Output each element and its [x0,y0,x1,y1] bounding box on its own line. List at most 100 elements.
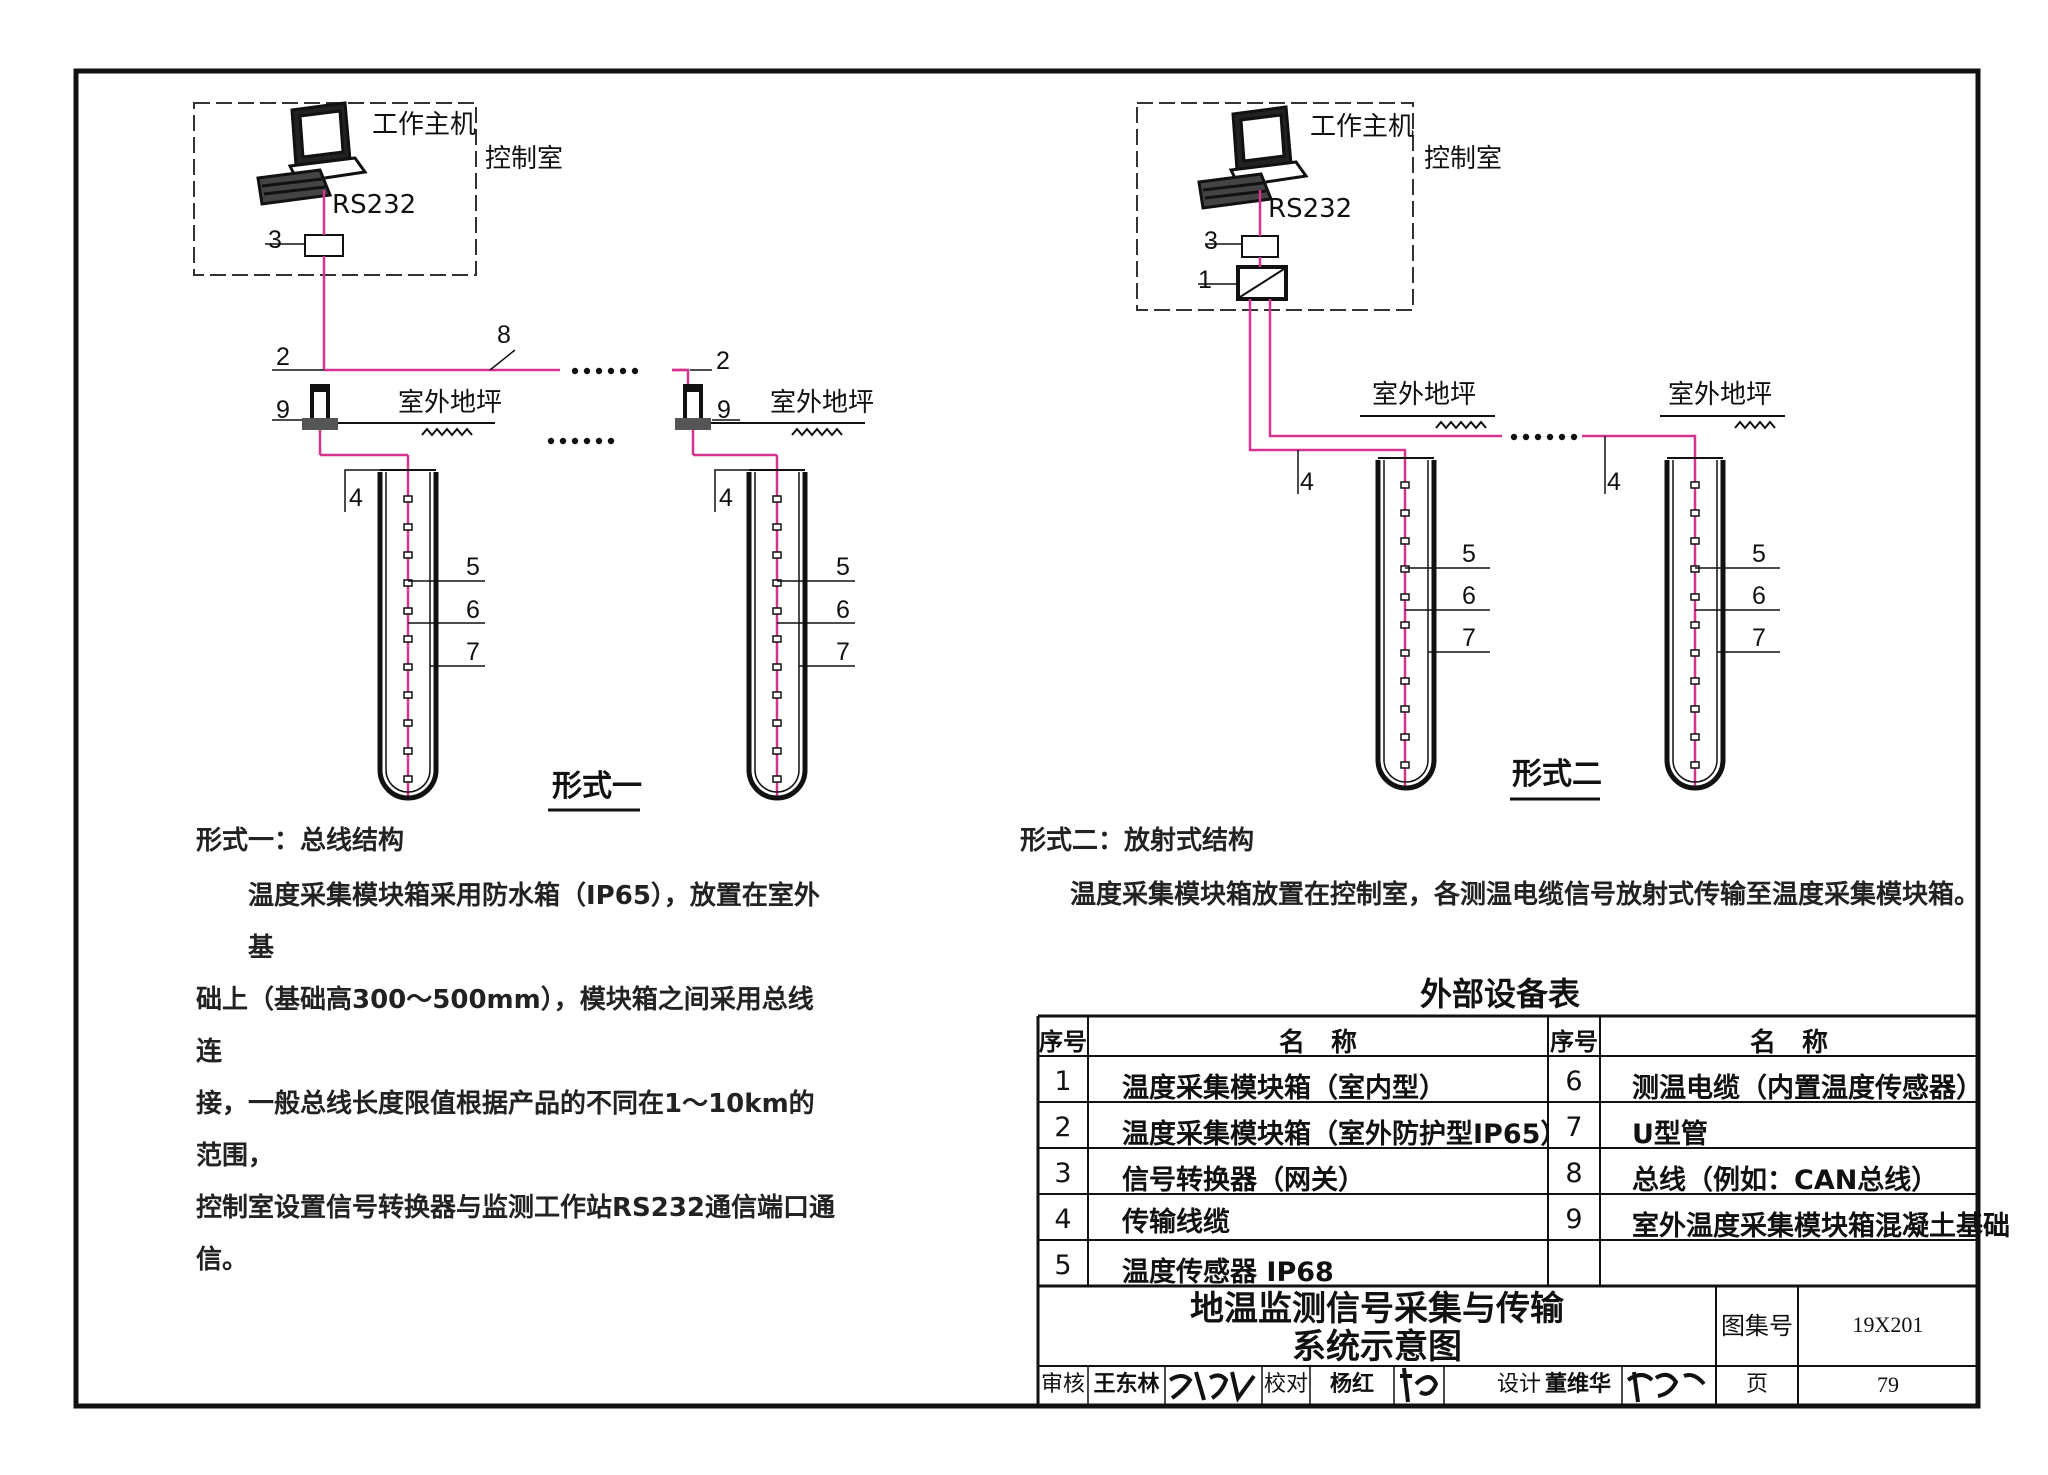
form1-callout-5-left: 5 [466,553,480,581]
atlas-number: 19X201 [1852,1312,1924,1337]
form2-control-room-box [1136,102,1414,311]
form2-callout-6-left: 6 [1462,582,1476,610]
equipment-table-grid [1036,1014,1978,1406]
form2-callout-5-left: 5 [1462,540,1476,568]
title-line-1: 地温监测信号采集与传输 [1190,1289,1564,1329]
col-header-no-left: 序号 [1039,1028,1087,1056]
form2-host-label: 工作主机 [1310,112,1415,142]
form1-desc-line-2: 础上（基础高300～500mm），模块箱之间采用总线连 [196,985,814,1067]
table-row-2-no2: 7 [1565,1112,1583,1143]
form1-callout-6-right: 6 [836,596,850,624]
form2-callout-6-right: 6 [1752,582,1766,610]
table-row-1-name: 温度采集模块箱（室内型） [1122,1073,1446,1104]
form1-signal-converter [304,234,344,257]
form1-room-label: 控制室 [485,144,564,174]
review-label: 审核 [1040,1372,1085,1397]
form1-ground-label-left: 室外地坪 [398,388,503,418]
form1-ground-lines [338,422,865,437]
form2-computer-icon [1197,105,1309,210]
form1-host-label: 工作主机 [372,110,477,140]
form2-caption: 形式二 [1512,757,1602,792]
form1-outdoor-box-left [302,384,338,430]
form1-desc-line-3: 接，一般总线长度限值根据产品的不同在1～10km的范围， [196,1089,815,1171]
form2-ground-lines [1360,415,1785,430]
form1-desc-line-1: 温度采集模块箱采用防水箱（IP65），放置在室外基 [248,881,820,963]
form1-callout-7-left: 7 [466,638,480,666]
form1-description: 温度采集模块箱采用防水箱（IP65），放置在室外基 础上（基础高300～500m… [196,870,836,1286]
form1-desc-line-4: 控制室设置信号转换器与监测工作站RS232通信端口通信。 [196,1193,836,1275]
form1-callout-4-left: 4 [349,484,363,512]
form2-u-tube-left [1375,457,1437,791]
form1-callout-6-left: 6 [466,596,480,624]
form1-leader-lines [265,243,855,667]
table-row-2-name: 温度采集模块箱（室外防护型IP65） [1122,1119,1568,1150]
form1-outdoor-box-right [675,384,711,430]
table-row-4-no: 4 [1054,1204,1072,1235]
design-label: 设计 [1497,1372,1542,1397]
table-row-3-no: 3 [1054,1158,1072,1189]
table-row-3-name2: 总线（例如：CAN总线） [1632,1165,1939,1196]
form1-callout-4-right: 4 [719,484,733,512]
form2-signal-converter [1241,235,1279,258]
form2-rs232-label: RS232 [1268,194,1353,224]
form2-callout-1: 1 [1198,266,1212,294]
col-header-no-right: 序号 [1550,1028,1598,1056]
form1-callout-2-right: 2 [716,347,730,375]
form2-u-tube-right [1664,457,1726,791]
form1-callout-2-left: 2 [276,343,290,371]
page-label: 页 [1745,1372,1768,1397]
form1-callout-9-right: 9 [717,396,731,424]
table-row-2-no: 2 [1054,1112,1072,1143]
form1-bus-dots [547,367,639,445]
form1-callout-3: 3 [268,226,282,254]
signatures [1168,1367,1706,1403]
table-row-3-name: 信号转换器（网关） [1122,1165,1365,1196]
checker-name: 杨红 [1329,1372,1374,1397]
form2-description: 温度采集模块箱放置在控制室，各测温电缆信号放射式传输至温度采集模块箱。 [1070,880,1981,910]
table-row-3-no2: 8 [1565,1158,1583,1189]
form2-wires [1248,190,1697,790]
table-row-2-name2: U型管 [1632,1119,1708,1150]
form2-callout-7-right: 7 [1752,624,1766,652]
table-row-1-no: 1 [1054,1066,1072,1097]
form2-heading: 形式二：放射式结构 [1020,826,1255,856]
equipment-table-title: 外部设备表 [1420,975,1581,1013]
form1-rs232-label: RS232 [332,190,417,220]
reviewer-name: 王东林 [1093,1372,1160,1397]
form1-heading: 形式一：总线结构 [196,826,405,856]
form2-callout-5-right: 5 [1752,540,1766,568]
form1-ground-label-right: 室外地坪 [770,388,875,418]
form1-diagram [193,101,865,812]
table-row-4-name2: 室外温度采集模块箱混凝土基础 [1632,1211,2010,1242]
form2-callout-3: 3 [1204,227,1218,255]
form1-callout-7-right: 7 [836,638,850,666]
table-row-4-no2: 9 [1565,1204,1583,1235]
form1-wires [318,190,779,800]
page-number: 79 [1877,1372,1899,1397]
form2-room-label: 控制室 [1424,144,1503,174]
form1-callout-8: 8 [497,321,511,349]
form2-ground-label-right: 室外地坪 [1668,380,1773,410]
table-row-4-name: 传输线缆 [1122,1207,1230,1238]
table-row-1-no2: 6 [1565,1066,1583,1097]
col-header-name-right: 名 称 [1749,1028,1828,1058]
designer-name: 董维华 [1545,1372,1612,1397]
form1-sensors [403,495,782,783]
atlas-label: 图集号 [1721,1312,1793,1340]
form1-computer-icon [256,101,368,206]
form2-diagram [1136,102,1785,801]
table-row-1-name2: 测温电缆（内置温度传感器） [1632,1073,1983,1104]
form1-callout-9-left: 9 [276,396,290,424]
form2-bus-dots [1510,433,1578,441]
form1-callout-5-right: 5 [836,553,850,581]
table-row-5-no: 5 [1054,1250,1072,1281]
form2-leader-lines [1198,243,1780,653]
drawing-frame [73,68,1981,1409]
form1-caption: 形式一 [552,769,642,804]
title-line-2: 系统示意图 [1292,1327,1462,1367]
form2-callout-7-left: 7 [1462,624,1476,652]
form2-callout-4-right: 4 [1607,468,1621,496]
form2-callout-4-left: 4 [1300,468,1314,496]
form2-ground-label-left: 室外地坪 [1372,380,1477,410]
